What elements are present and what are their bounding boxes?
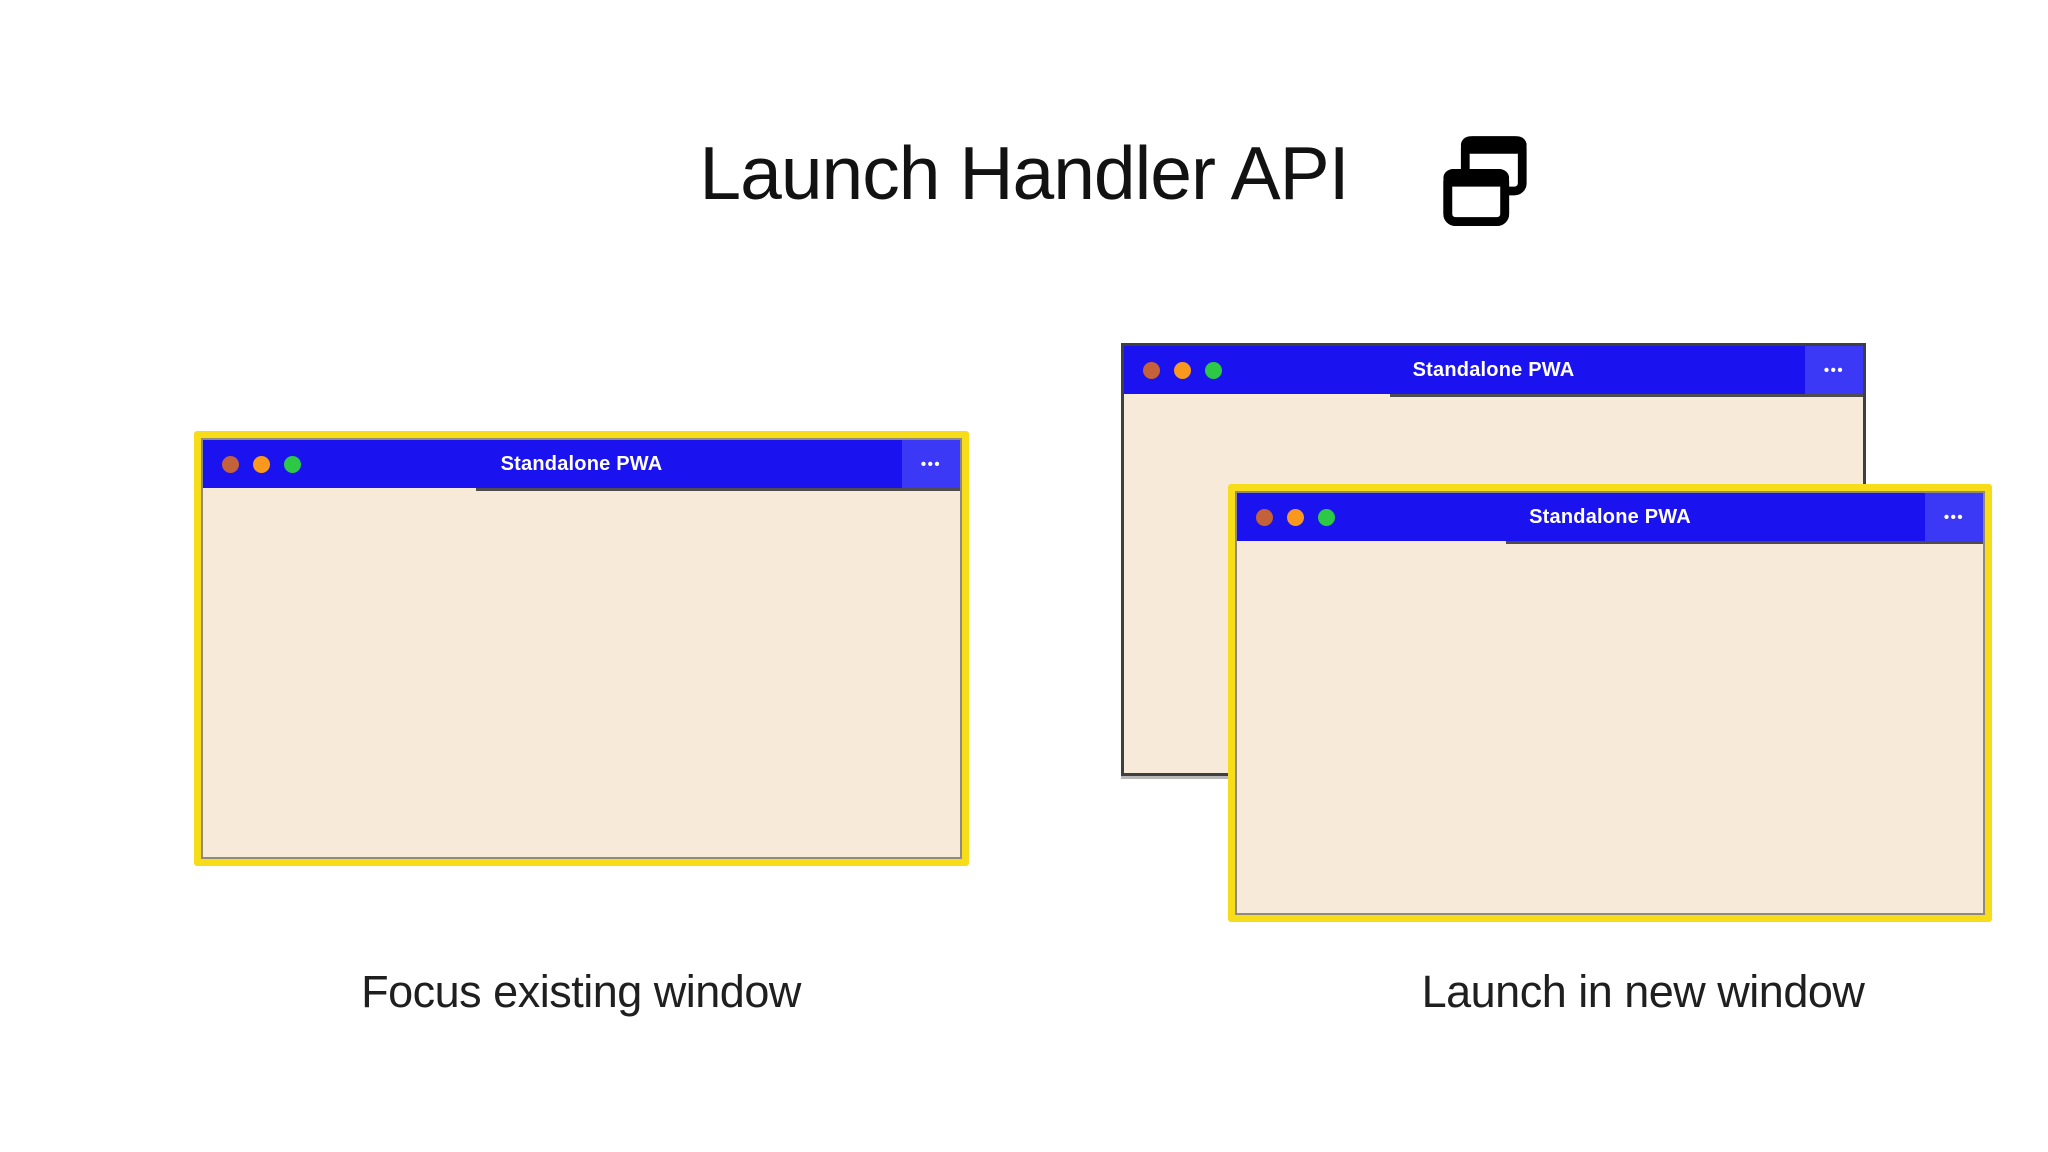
titlebar-shadow xyxy=(1505,541,1983,544)
window-menu-button[interactable]: ••• xyxy=(902,440,960,488)
pwa-window-new: Standalone PWA ••• xyxy=(1228,484,1992,922)
window-frame: Standalone PWA ••• xyxy=(201,438,962,859)
window-content xyxy=(203,488,960,857)
page-title: Launch Handler API xyxy=(699,131,1349,215)
window-titlebar[interactable]: Standalone PWA ••• xyxy=(203,440,960,488)
window-titlebar[interactable]: Standalone PWA ••• xyxy=(1237,493,1983,541)
orange-dot-button[interactable] xyxy=(1174,361,1191,379)
green-dot-button[interactable] xyxy=(1318,508,1335,526)
window-title: Standalone PWA xyxy=(500,452,663,475)
ellipsis-icon: ••• xyxy=(920,455,942,473)
window-content xyxy=(1237,541,1983,913)
window-titlebar[interactable]: Standalone PWA ••• xyxy=(1124,346,1863,394)
traffic-light-dots xyxy=(222,455,301,473)
ellipsis-icon: ••• xyxy=(1823,361,1845,379)
green-dot-button[interactable] xyxy=(284,455,301,473)
overlapping-windows-icon xyxy=(1443,136,1527,226)
caption-launch-new: Launch in new window xyxy=(1421,966,1865,1017)
window-frame: Standalone PWA ••• xyxy=(1235,491,1985,915)
caption-focus-existing: Focus existing window xyxy=(361,966,801,1017)
green-dot-button[interactable] xyxy=(1205,361,1222,379)
window-menu-button[interactable]: ••• xyxy=(1925,493,1983,541)
pwa-window-focused: Standalone PWA ••• xyxy=(194,431,969,866)
red-dot-button[interactable] xyxy=(1256,508,1273,526)
red-dot-button[interactable] xyxy=(1143,361,1160,379)
window-title: Standalone PWA xyxy=(1412,358,1575,381)
ellipsis-icon: ••• xyxy=(1943,508,1965,526)
traffic-light-dots xyxy=(1256,508,1335,526)
orange-dot-button[interactable] xyxy=(1287,508,1304,526)
titlebar-shadow xyxy=(1390,394,1863,397)
titlebar-shadow xyxy=(475,488,960,491)
traffic-light-dots xyxy=(1143,361,1222,379)
orange-dot-button[interactable] xyxy=(253,455,270,473)
window-title: Standalone PWA xyxy=(1529,505,1691,528)
window-menu-button[interactable]: ••• xyxy=(1805,346,1863,394)
red-dot-button[interactable] xyxy=(222,455,239,473)
